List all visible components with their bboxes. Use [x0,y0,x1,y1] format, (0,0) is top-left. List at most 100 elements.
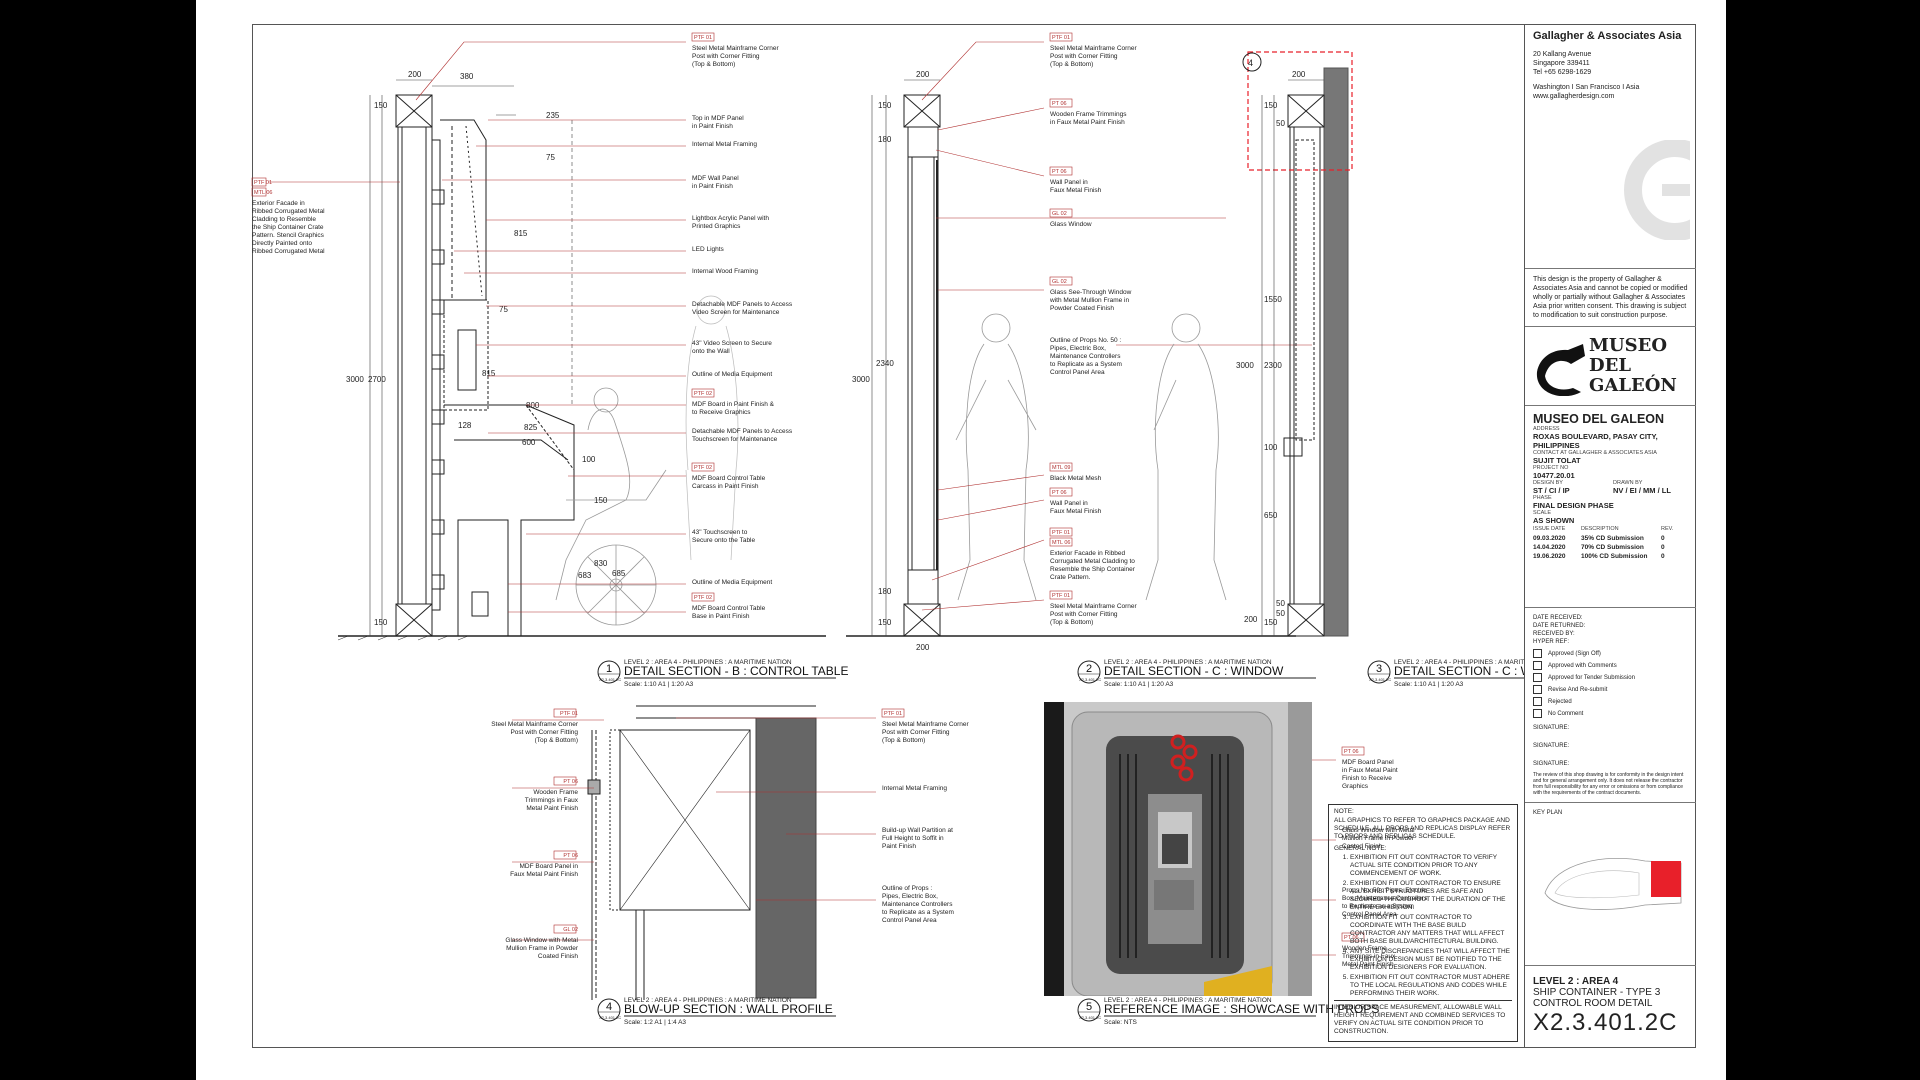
callout-text: Corrugated Metal Cladding to [1050,558,1135,565]
dim-text: 815 [514,229,528,238]
material-tag-box [691,462,715,472]
issue-rev: 0 [1661,544,1665,551]
detail-title: DETAIL SECTION - C : WALL WITH PROPS [1394,664,1524,678]
callout-text: Build-up Wall Partition at [882,827,953,834]
callout-text: Ribbed Corrugated Metal [252,248,325,255]
detail-number: 5 [1086,1001,1092,1013]
material-tag: PTF 02 [694,465,712,471]
dim-text: 815 [482,369,496,378]
callout-text: Pattern. Stencil Graphics [252,232,325,239]
scale: AS SHOWN [1533,516,1575,525]
callout-text: Coated Finish [1342,843,1382,850]
dim-text: 380 [460,72,474,81]
detail-number-bubble [597,660,621,684]
general-notes-list: EXHIBITION FIT OUT CONTRACTOR TO VERIFY … [1334,854,1512,998]
material-tag-box [553,850,577,860]
field-label: ADDRESS [1533,426,1560,432]
detail-4-drawing [587,705,817,1000]
material-tag: PTF 01 [1052,35,1070,41]
detail-number: 2 [1086,663,1092,675]
detail-number-bubble [1367,660,1391,684]
review-section: DATE RECEIVED: DATE RETURNED: RECEIVED B… [1525,608,1696,803]
dim-text: 50 [1276,119,1285,128]
detail-location: LEVEL 2 : AREA 4 - PHILIPPINES : A MARIT… [1104,659,1272,666]
detail-1-leaders [415,41,686,613]
firm-offices: Washington I San Francisco I Asia [1533,84,1640,91]
callout-text: with Metal Mullion Frame in [1049,297,1129,304]
detail-ref: X2.3.401.2C [1079,1015,1101,1020]
detail-location: LEVEL 2 : AREA 4 - PHILIPPINES : A MARIT… [624,997,792,1004]
detail-1-drawing [337,79,826,641]
dim-text: 2300 [1264,361,1282,370]
dim-text: 683 [578,571,592,580]
field-label: PROJECT NO [1533,465,1569,471]
callout-text: Detachable MDF Panels to Access [692,301,793,308]
callout-text: Faux Metal Finish [1050,508,1102,515]
approval-checkbox[interactable]: No Comment [1533,709,1688,718]
material-tag: PTF 01 [1052,530,1070,536]
material-tag-box [1341,932,1365,942]
field-label: DRAWN BY [1613,480,1643,486]
callout-text: in Paint Finish [692,183,733,190]
material-tag-box [1049,590,1073,600]
callout-text: Ribbed Corrugated Metal [252,208,325,215]
callout-text: (Top & Bottom) [535,737,578,744]
callout-text: Wooden Frame [533,789,578,796]
callout-text: to Replicate as a System [882,909,954,916]
field-label: SCALE [1533,510,1552,516]
callout-text: Post with Corner Fitting [882,729,950,736]
dim-text: 800 [526,401,540,410]
callout-text: Detachable MDF Panels to Access [692,428,793,435]
approval-checkbox[interactable]: Revise And Re-submit [1533,685,1688,694]
callout-text: to Replicate as a System [1342,903,1414,910]
material-tag-box [1049,462,1073,472]
checkbox-label: Approved (Sign Off) [1548,650,1601,657]
material-tag: PT 06 [563,853,578,859]
approval-checkbox[interactable]: Approved for Tender Submission [1533,673,1688,682]
detail-number: 1 [606,663,612,675]
detail-location: LEVEL 2 : AREA 4 - PHILIPPINES : A MARIT… [624,659,792,666]
signature-label: SIGNATURE: [1533,761,1570,767]
field-label: RECEIVED BY: [1533,631,1575,637]
callout-text: Glass Window with Metal [505,937,578,944]
dim-text: 180 [878,135,892,144]
firm-address: 20 Kallang Avenue [1533,51,1592,58]
detail-scale: Scale: 1:10 A1 | 1:20 A3 [1394,681,1464,688]
material-tag: MTL 06 [254,190,272,196]
callout-text: Lightbox Acrylic Panel with [692,215,769,222]
callout-text: 43" Video Screen to Secure [692,340,772,347]
disclaimer-text: This design is the property of Gallagher… [1533,276,1688,319]
callout-text: Full Height to Soffit in [882,835,944,842]
material-tag-box [1049,98,1073,108]
approval-checkbox[interactable]: Approved with Comments [1533,661,1688,670]
checkbox-label: Approved for Tender Submission [1548,674,1635,681]
detail-title: DETAIL SECTION - B : CONTROL TABLE [624,664,848,678]
callout-text: Internal Metal Framing [882,785,947,792]
callout-text: Resemble the Ship Container [1050,566,1136,573]
logo-text: MUSEO [1589,335,1668,356]
drawn-by: NV / EI / MM / LL [1613,486,1671,495]
dim-text: 200 [1244,615,1258,624]
dim-text: 3000 [346,375,364,384]
issue-rev: 0 [1661,553,1665,560]
dim-text: 830 [594,559,608,568]
callout-text: Wall Panel in [1050,179,1088,186]
approval-checkbox[interactable]: Rejected [1533,697,1688,706]
detail-ref: X2.3.401.2C [599,677,621,682]
issue-header: ISSUE DATE DESCRIPTION REV. [1533,525,1688,534]
general-notes-header: GENERAL NOTE: [1334,845,1387,852]
dim-text: 150 [1264,101,1278,110]
material-tag: PTF 02 [694,391,712,397]
dim-text: 200 [916,70,930,79]
material-tag: PT 06 [563,779,578,785]
signature-label: SIGNATURE: [1533,725,1570,731]
material-tag-box [1049,166,1073,176]
approval-checkbox[interactable]: Approved (Sign Off) [1533,649,1688,658]
callout-text: Outline of Props : [882,885,932,892]
general-note-item: EXHIBITION FIT OUT CONTRACTOR TO COORDIN… [1350,914,1512,946]
detail-scale: Scale: 1:10 A1 | 1:20 A3 [1104,681,1174,688]
firm-address: Singapore 339411 [1533,60,1590,67]
detail-scale: Scale: 1:2 A1 | 1:4 A3 [624,1019,686,1026]
